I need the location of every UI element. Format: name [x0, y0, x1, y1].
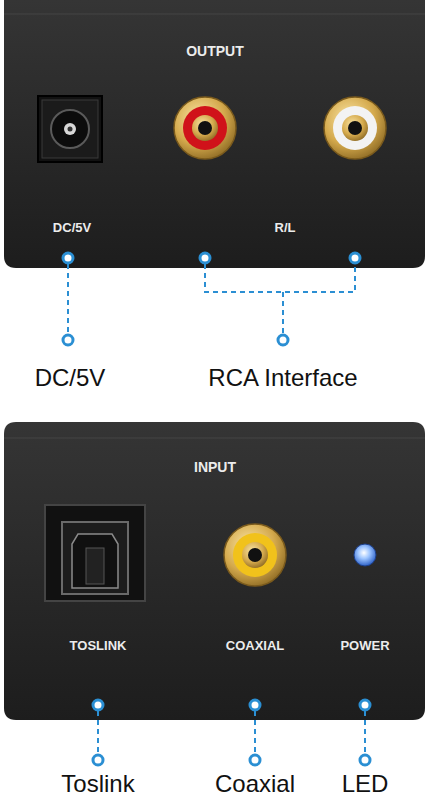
input-panel-shape — [4, 422, 425, 720]
panel-heading: OUTPUT — [186, 44, 244, 59]
toslink-port — [45, 505, 145, 601]
leader-lines — [68, 264, 365, 754]
output-panel: OUTPUT DC/5V R/L — [4, 0, 425, 268]
output-panel-shape — [4, 0, 425, 268]
callout-label: LED — [342, 771, 389, 797]
panel-heading: INPUT — [194, 460, 236, 475]
callout-label: RCA Interface — [208, 365, 357, 391]
callout-label: Coaxial — [215, 771, 295, 797]
port-label: DC/5V — [53, 221, 91, 235]
coaxial-jack — [224, 524, 286, 586]
panel-ridge — [4, 438, 425, 439]
port-label: R/L — [275, 221, 296, 235]
port-label: TOSLINK — [70, 639, 127, 653]
callout-label: Toslink — [61, 771, 134, 797]
callout-label: DC/5V — [35, 365, 106, 391]
leader-dots — [63, 253, 370, 765]
rca-jack-white — [324, 97, 386, 159]
input-panel: INPUT TOSLINK COAXIAL POWER — [4, 422, 425, 720]
panel-ridge — [4, 14, 425, 15]
port-label: COAXIAL — [226, 639, 285, 653]
power-led — [354, 544, 376, 566]
dc-jack — [38, 96, 102, 162]
port-label: POWER — [340, 639, 389, 653]
rca-jack-red — [174, 97, 236, 159]
